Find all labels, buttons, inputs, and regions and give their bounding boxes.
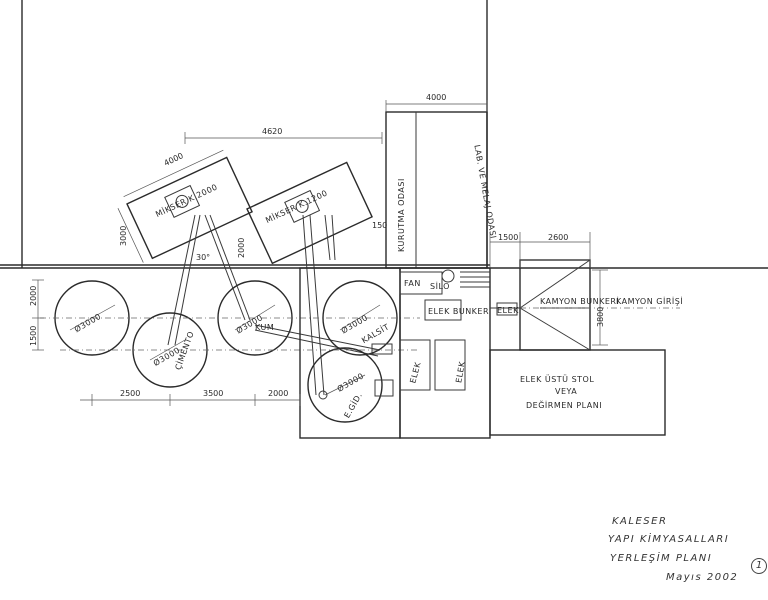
label-kum: KUM — [255, 323, 274, 332]
label-elek-ustu: ELEK ÜSTÜ STOL — [520, 374, 594, 384]
dim-2500: 2500 — [120, 389, 140, 398]
dim-2000-bottom: 2000 — [268, 389, 288, 398]
label-kamyon-bunker: KAMYON BUNKERİ — [540, 296, 619, 306]
label-kurutma: KURUTMA ODASI — [397, 178, 406, 252]
dim-2600: 2600 — [548, 233, 568, 242]
label-e-gid: E.GİD. — [342, 391, 365, 420]
dim-4620 — [184, 132, 383, 144]
mixer-2 — [246, 161, 373, 265]
label-elek-2: ELEK — [454, 360, 467, 383]
dim-3000: 3000 — [119, 226, 128, 246]
dim-1500-right: 1500 — [498, 233, 518, 242]
label-fan: FAN — [404, 279, 421, 288]
label-silo-1: Ø3000 — [72, 311, 102, 334]
label-silo-5: Ø3000 — [335, 370, 365, 393]
dim-30-deg: 30° — [196, 253, 210, 262]
dim-2000-mixer: 2000 — [237, 238, 246, 258]
label-elek-1: ELEK — [408, 361, 422, 385]
label-mixer-2: MİKSER K.1200 — [264, 188, 329, 226]
sheet-number: 1 — [751, 558, 767, 574]
label-elek-3: ELEK — [497, 306, 519, 315]
conveyor-lines — [167, 214, 381, 396]
dim-4000-top: 4000 — [426, 93, 446, 102]
dim-3800: 3800 — [596, 307, 605, 327]
dim-1500-left: 1500 — [29, 326, 38, 346]
label-kamyon-girisi: KAMYON GİRİŞİ — [616, 296, 683, 306]
mixer-1 — [117, 149, 253, 263]
kamyon-area — [489, 232, 680, 436]
silos — [40, 280, 420, 423]
title-date: Mayıs 2002 — [666, 572, 739, 583]
label-kalsit: KALSİT — [360, 321, 391, 345]
dim-3500: 3500 — [203, 389, 223, 398]
dim-2000-left: 2000 — [29, 286, 38, 306]
label-degirmen: DEĞİRMEN PLANI — [526, 399, 602, 410]
title-subtitle: YAPI KİMYASALLARI — [608, 534, 730, 545]
label-elek-bunker: ELEK BUNKER — [428, 307, 489, 316]
bottom-dims — [32, 279, 301, 406]
title-company: KALESER — [612, 516, 668, 527]
label-silo-4: Ø3000 — [339, 312, 369, 335]
label-lab: LAB. VE MELAJ ODASI — [472, 144, 497, 240]
platform — [299, 267, 491, 439]
label-silo-kuyu: SİLO — [430, 281, 450, 291]
dim-150: 150 — [372, 221, 387, 230]
label-veya: VEYA — [555, 387, 577, 396]
dim-4000-mixer: 4000 — [163, 151, 185, 168]
dim-4620: 4620 — [262, 127, 282, 136]
title-plan: YERLEŞİM PLANI — [610, 553, 713, 564]
